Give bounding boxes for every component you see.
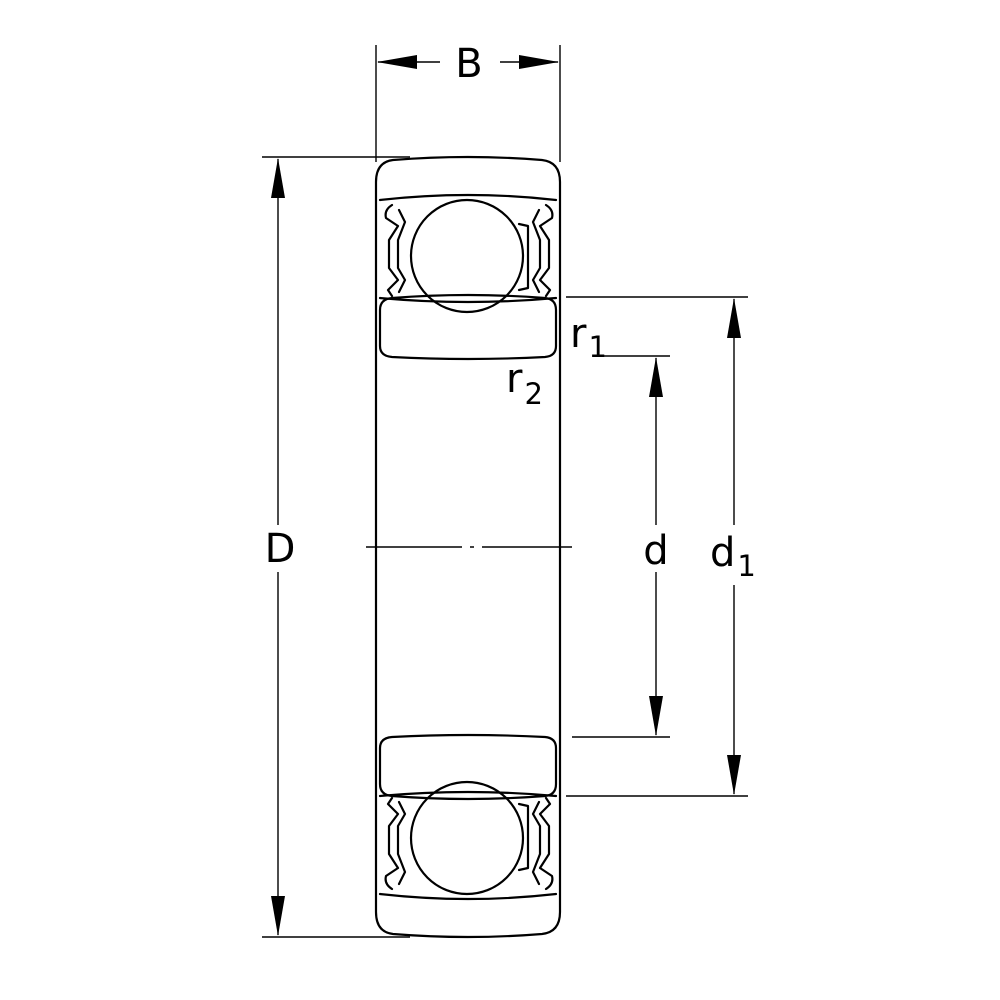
inner-ring-top [378, 293, 558, 361]
b-arrow-left [377, 55, 417, 69]
outer-ring-outline [374, 155, 562, 939]
label-d1-subscript: 1 [737, 549, 755, 583]
label-d-outer: D [265, 526, 296, 572]
label-r1-subscript: 1 [588, 330, 606, 364]
d-outer-arrow-top [271, 158, 285, 198]
inner-ring-raceway-top [378, 296, 558, 304]
b-arrow-right [519, 55, 559, 69]
inner-ring-raceway-bottom [378, 790, 558, 798]
d-outer-arrow-bottom [271, 896, 285, 936]
seal-right-top [531, 203, 554, 298]
cage-top [517, 222, 530, 292]
d-bore-arrow-bottom [649, 696, 663, 736]
d-bore-arrow-top [649, 357, 663, 397]
d1-arrow-top [727, 298, 741, 338]
label-d1: d1 [710, 530, 756, 583]
inner-ring-bottom [378, 733, 558, 801]
label-b: B [455, 41, 482, 87]
label-r1-main: r [570, 311, 587, 357]
cage-bottom [517, 802, 530, 872]
label-r1: r1 [570, 311, 607, 364]
outer-ring-raceway-bottom [378, 892, 558, 901]
seal-left-top [384, 203, 407, 298]
outer-ring-raceway-top [378, 193, 558, 202]
label-d-bore: d [643, 528, 668, 574]
label-r2-main: r [506, 356, 523, 402]
bottom-section [378, 733, 558, 901]
d1-arrow-bottom [727, 755, 741, 795]
ball-bottom [409, 780, 525, 896]
label-d1-main: d [710, 530, 735, 576]
label-r2-subscript: 2 [524, 377, 542, 411]
seal-right-bottom [531, 796, 554, 891]
label-r2: r2 [506, 356, 543, 411]
seal-left-bottom [384, 796, 407, 891]
ball-top [409, 198, 525, 314]
